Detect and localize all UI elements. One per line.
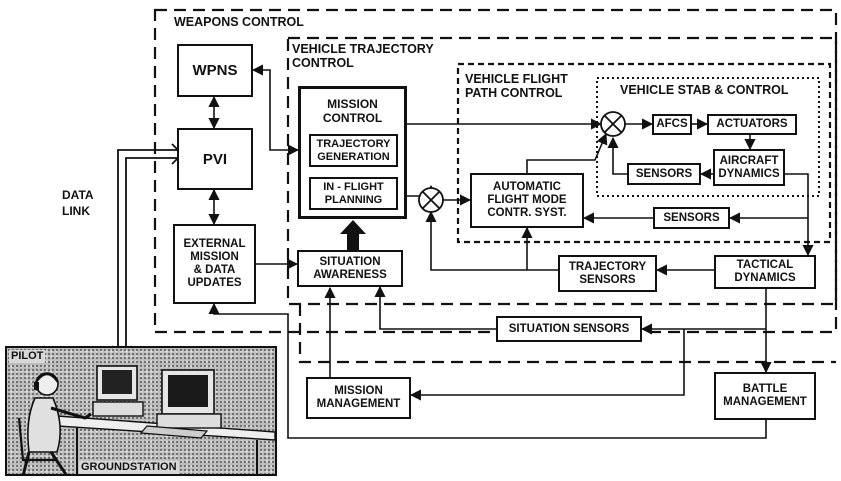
vehicle-trajectory-control-title: VEHICLE TRAJECTORY CONTROL (292, 42, 434, 70)
vehicle-flight-path-control-title: VEHICLE FLIGHT PATH CONTROL (465, 72, 568, 100)
summing-junction-stab (601, 112, 625, 136)
mission-management-block: MISSION MANAGEMENT (306, 377, 411, 419)
aircraft-dynamics-block: AIRCRAFT DYNAMICS (713, 149, 785, 186)
data-link-connection (112, 144, 182, 360)
actuators-block: ACTUATORS (707, 114, 797, 135)
inner-sensors-block: SENSORS (627, 163, 701, 185)
trajectory-sensors-block: TRAJECTORY SENSORS (558, 255, 657, 292)
thick-feedback-arrow (340, 220, 366, 250)
pvi-block: PVI (177, 128, 253, 190)
wpns-block: WPNS (177, 44, 253, 97)
mission-control-block: MISSION CONTROL TRAJECTORY GENERATION IN… (298, 86, 407, 219)
summing-junction-trajectory (419, 188, 443, 212)
groundstation-label: GROUNDSTATION (79, 461, 179, 474)
vehicle-stab-control-title: VEHICLE STAB & CONTROL (620, 83, 789, 97)
data-link-label: DATA LINK (62, 187, 94, 219)
situation-sensors-block: SITUATION SENSORS (496, 316, 642, 342)
inflight-planning-block: IN - FLIGHT PLANNING (309, 177, 398, 210)
tactical-dynamics-block: TACTICAL DYNAMICS (714, 255, 816, 289)
groundstation-illustration: PILOT GROUNDSTATION (5, 346, 277, 476)
trajectory-generation-block: TRAJECTORY GENERATION (309, 134, 398, 167)
pilot-label: PILOT (9, 350, 45, 363)
battle-management-block: BATTLE MANAGEMENT (714, 372, 816, 420)
external-mission-block: EXTERNAL MISSION & DATA UPDATES (173, 224, 256, 304)
mission-control-title: MISSION CONTROL (301, 97, 404, 125)
weapons-control-title: WEAPONS CONTROL (174, 15, 304, 29)
afcs-block: AFCS (652, 114, 692, 135)
pilot-at-workstation-graphic (7, 348, 277, 476)
outer-sensors-block: SENSORS (653, 207, 730, 229)
situation-awareness-block: SITUATION AWARENESS (297, 250, 403, 287)
automatic-flight-mode-block: AUTOMATIC FLIGHT MODE CONTR. SYST. (470, 173, 584, 228)
